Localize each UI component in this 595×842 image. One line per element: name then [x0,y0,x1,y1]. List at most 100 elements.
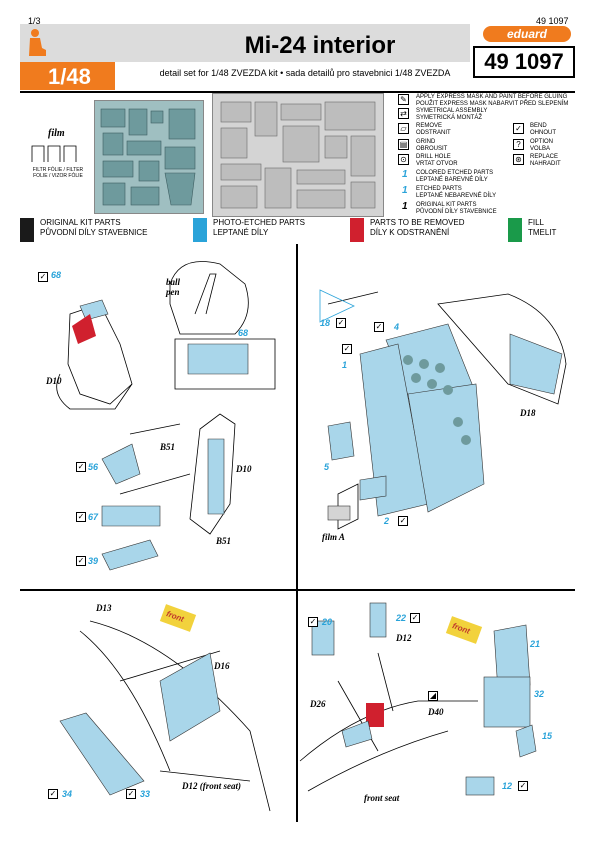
swatch-photo-etched [193,218,207,242]
part-number: 22 [396,613,407,623]
kit-part-label: D13 [96,603,112,613]
fret-plain [212,93,384,217]
swatch-fill [508,218,522,242]
bend-icon: ✓ [513,123,524,134]
bend-icon: ✓ [308,617,318,627]
part-number: 32 [534,689,545,699]
kit-part-label: D16 [214,661,230,671]
category-remove: PARTS TO BE REMOVED DÍLY K ODSTRANĚNÍ [350,218,505,242]
swatch-original [20,218,34,242]
kit-part-label: film A [322,532,345,542]
category-original: ORIGINAL KIT PARTS PŮVODNÍ DÍLY STAVEBNI… [20,218,190,242]
legend-original: ORIGINAL KIT PARTS PŮVODNÍ DÍLY STAVEBNI… [416,202,497,215]
original-number-icon: 1 [402,201,408,212]
bend-icon: ✓ [336,318,346,328]
kit-part-label: B51 [160,442,176,452]
bend-icon: ✓ [126,789,136,799]
header-code: 49 1097 [536,16,569,26]
front-arrow: front [159,604,206,632]
part-number: 18 [320,318,331,328]
category-label: FILL [528,218,545,227]
category-label: ORIGINAL KIT PARTS [40,218,121,227]
bend-icon: ✓ [76,556,86,566]
category-label-cz: TMELIT [528,228,557,237]
category-fill: FILL TMELIT [508,218,575,242]
part-number: 1 [342,360,348,370]
film-label: film [48,128,65,139]
seated-figure-icon [26,28,48,58]
category-label-cz: DÍLY K ODSTRANĚNÍ [370,228,450,237]
part-number: 68 [238,328,249,338]
kit-part-label: D26 [310,699,326,709]
film-sheet [30,142,80,164]
part-number: 15 [542,731,553,741]
kit-part-label: front seat [364,793,400,803]
fret-colored [94,100,204,214]
part-number: 68 [51,270,62,280]
title-background [20,24,470,62]
bend-icon: ✓ [76,462,86,472]
step-side-panel: D13 front D16 D12 (front seat) ✓ 34 ✓ 33 [20,590,297,822]
part-number: 39 [88,556,99,566]
remove-icon: ▱ [398,123,409,134]
legend-symmetrical: SYMETRICAL ASSEMBLY SYMETRICKÁ MONTÁŽ [416,108,488,121]
brand-block: eduard 49 1097 [473,24,575,90]
category-label: PARTS TO BE REMOVED [370,218,465,227]
bend-icon: ✓ [374,322,384,332]
legend-etched: ETCHED PARTS LEPTANÉ NEBAREVNÉ DÍLY [416,186,497,199]
part-number: 5 [324,462,330,472]
part-number: 20 [322,617,333,627]
category-label: PHOTO-ETCHED PARTS [213,218,306,227]
part-number: 33 [140,789,151,799]
part-number: 56 [88,462,99,472]
part-number: 4 [394,322,400,332]
bend-icon: ✓ [410,613,420,623]
kit-number: 49 1097 [473,46,575,78]
option-icon: ? [513,139,524,150]
grind-icon: ▤ [398,139,409,150]
category-photo-etched: PHOTO-ETCHED PARTS LEPTANÉ DÍLY [193,218,348,242]
kit-part-label: D10 [46,376,62,386]
bend-icon: ✓ [398,516,408,526]
kit-part-label: D10 [236,464,252,474]
legend-grind: GRIND OBROUSIT [416,139,448,152]
page-number: 1/3 [28,16,41,26]
bend-icon: ✓ [76,512,86,522]
bend-icon: ✓ [342,344,352,354]
kit-part-label: D12 [396,633,412,643]
bend-icon: ✓ [48,789,58,799]
symmetrical-icon: ⇄ [398,108,409,119]
bend-icon: ✓ [518,781,528,791]
drill-icon: ⊙ [398,154,409,165]
legend-mask: APPLY EXPRESS MASK AND PAINT BEFORE GLUI… [416,94,569,107]
kit-part-label: D40 [428,707,444,717]
category-label-cz: LEPTANÉ DÍLY [213,228,269,237]
colored-number-icon: 1 [402,169,408,180]
category-label-cz: PŮVODNÍ DÍLY STAVEBNICE [40,228,148,237]
step-front-seat: 20 ✓ 22 ✓ D12 front 21 32 ◢ D40 D26 15 1… [297,590,575,822]
part-number: 21 [530,639,541,649]
page-title: Mi-24 interior [244,32,396,59]
step-instrument-panel: 18 ✓ ✓ 4 ✓ 1 D18 5 2 ✓ film A [297,244,575,590]
swatch-remove [350,218,364,242]
legend-option: OPTION VOLBA [530,139,554,152]
legend-remove: REMOVE ODSTRANIT [416,123,451,136]
part-number: 2 [384,516,390,526]
part-number: 34 [62,789,73,799]
title-bar: Mi-24 interior detail set for 1/48 ZVEZD… [20,24,575,90]
scale-banner [20,62,115,90]
mask-paint-icon: ✎ [398,94,409,105]
bend-icon: ✓ [38,272,48,282]
legend-bend: BEND OHNOUT [530,123,556,136]
ball-pen-note: ball pen [166,277,181,297]
scale-label: 1/48 [48,64,91,89]
front-arrow: front [445,616,492,644]
part-number: 12 [502,781,513,791]
part-number: 67 [88,512,99,522]
etched-number-icon: 1 [402,185,408,196]
legend-replace: REPLACE NAHRADIT [530,154,561,167]
kit-part-label: D12 (front seat) [182,781,241,791]
legend-drill: DRILL HOLE VRTAT OTVOR [416,154,458,167]
replace-icon: ⊛ [513,154,524,165]
legend-colored: COLORED ETCHED PARTS LEPTANÉ BAREVNÉ DÍL… [416,170,494,183]
